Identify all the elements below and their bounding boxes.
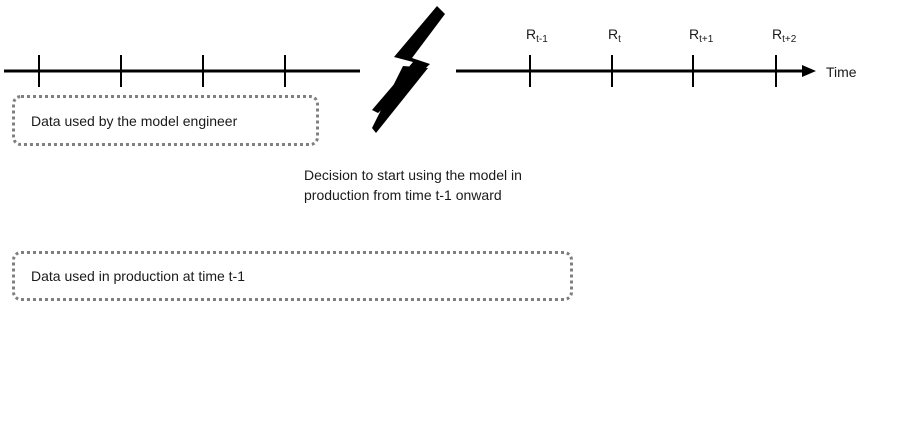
- timeline-axis-label: Time: [826, 64, 857, 80]
- lightning-bolt-lower-icon: [372, 66, 428, 133]
- timeline-arrowhead: [802, 65, 816, 77]
- past-ticks-group: [38, 55, 286, 87]
- tick-label-t: Rt: [608, 26, 621, 45]
- decision-line-1: Decision to start using the model in: [304, 167, 522, 183]
- tick-label-tplus2: Rt+2: [772, 26, 797, 45]
- production-data-label: Data used in production at time t-1: [31, 268, 246, 284]
- future-ticks-group: Rt-1 Rt Rt+1 Rt+2: [526, 26, 797, 87]
- lightning-bolt-icon: [372, 6, 445, 113]
- engineer-data-box: Data used by the model engineer: [12, 95, 319, 146]
- decision-line-2: production from time t-1 onward: [304, 187, 502, 203]
- tick-label-tminus1: Rt-1: [526, 26, 548, 45]
- engineer-data-label: Data used by the model engineer: [31, 112, 238, 129]
- production-data-box: Data used in production at time t-1: [12, 251, 573, 301]
- tick-label-tplus1: Rt+1: [689, 26, 714, 45]
- decision-annotation: Decision to start using the model in pro…: [304, 165, 604, 205]
